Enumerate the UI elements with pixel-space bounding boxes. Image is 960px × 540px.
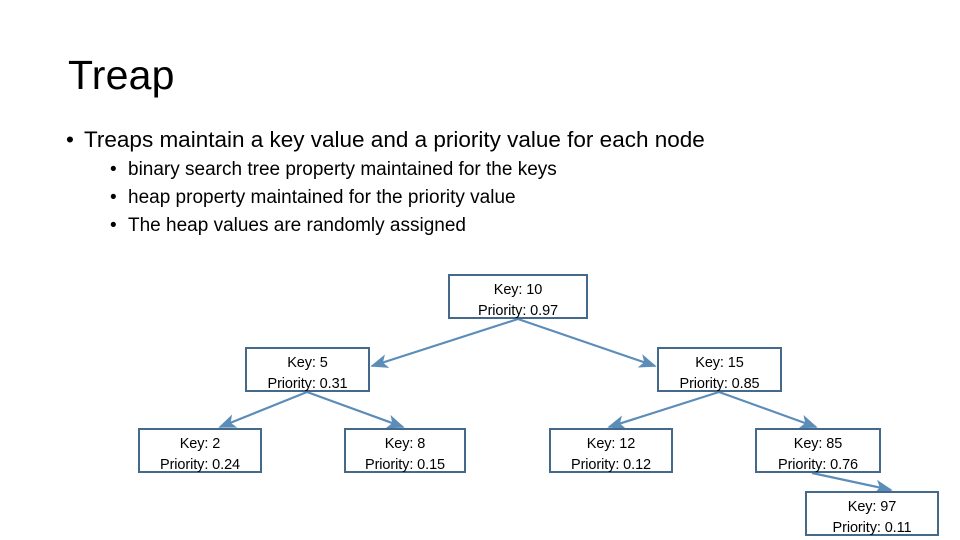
tree-node-n8[interactable]: Key: 8 Priority: 0.15 <box>344 428 466 473</box>
tree-edge-n5-to-n2 <box>218 390 308 429</box>
bullet-item-4: • The heap values are randomly assigned <box>62 212 892 240</box>
node-key-label: Key: 85 <box>793 436 843 452</box>
node-key-label: Key: 12 <box>586 436 636 452</box>
node-key-label: Key: 10 <box>493 282 543 298</box>
tree-node-n85[interactable]: Key: 85 Priority: 0.76 <box>755 428 881 473</box>
page-title: Treap <box>68 52 175 98</box>
tree-edge-n15-to-n12 <box>607 390 720 429</box>
tree-node-n97[interactable]: Key: 97 Priority: 0.11 <box>805 491 939 536</box>
tree-node-n10[interactable]: Key: 10 Priority: 0.97 <box>448 274 588 319</box>
tree-edge-n10-to-n15 <box>517 317 657 368</box>
bullet-text: Treaps maintain a key value and a priori… <box>84 127 705 152</box>
tree-node-n12[interactable]: Key: 12 Priority: 0.12 <box>549 428 673 473</box>
node-key-label: Key: 5 <box>287 355 328 371</box>
bullet-list: • Treaps maintain a key value and a prio… <box>62 126 892 240</box>
bullet-marker: • <box>110 187 117 209</box>
bullet-marker: • <box>110 159 117 181</box>
bullet-text: heap property maintained for the priorit… <box>128 187 516 209</box>
node-priority-label: Priority: 0.31 <box>267 375 348 392</box>
node-key-label: Key: 2 <box>179 436 221 452</box>
node-key-label: Key: 8 <box>384 436 426 452</box>
node-priority-label: Priority: 0.12 <box>571 456 651 473</box>
node-priority-label: Priority: 0.97 <box>478 302 558 319</box>
node-priority-label: Priority: 0.11 <box>832 519 912 536</box>
tree-node-n5[interactable]: Key: 5 Priority: 0.31 <box>245 347 370 392</box>
bullet-text: binary search tree property maintained f… <box>128 159 557 181</box>
tree-edge-n5-to-n8 <box>306 390 405 429</box>
tree-node-n2[interactable]: Key: 2 Priority: 0.24 <box>138 428 262 473</box>
bullet-item-1: • Treaps maintain a key value and a prio… <box>62 126 892 153</box>
node-priority-label: Priority: 0.76 <box>778 456 858 473</box>
node-key-label: Key: 97 <box>847 499 897 515</box>
node-priority-label: Priority: 0.24 <box>160 456 240 473</box>
tree-edge-n15-to-n85 <box>718 390 818 429</box>
tree-edge-n10-to-n5 <box>370 317 519 368</box>
tree-node-n15[interactable]: Key: 15 Priority: 0.85 <box>657 347 782 392</box>
tree-edge-n85-to-n97 <box>811 471 893 494</box>
bullet-marker: • <box>66 127 74 152</box>
bullet-item-3: • heap property maintained for the prior… <box>62 184 892 212</box>
node-priority-label: Priority: 0.85 <box>679 375 760 392</box>
node-priority-label: Priority: 0.15 <box>365 456 445 473</box>
node-key-label: Key: 15 <box>695 355 744 371</box>
bullet-marker: • <box>110 215 117 237</box>
bullet-item-2: • binary search tree property maintained… <box>62 156 892 184</box>
bullet-text: The heap values are randomly assigned <box>128 215 466 237</box>
